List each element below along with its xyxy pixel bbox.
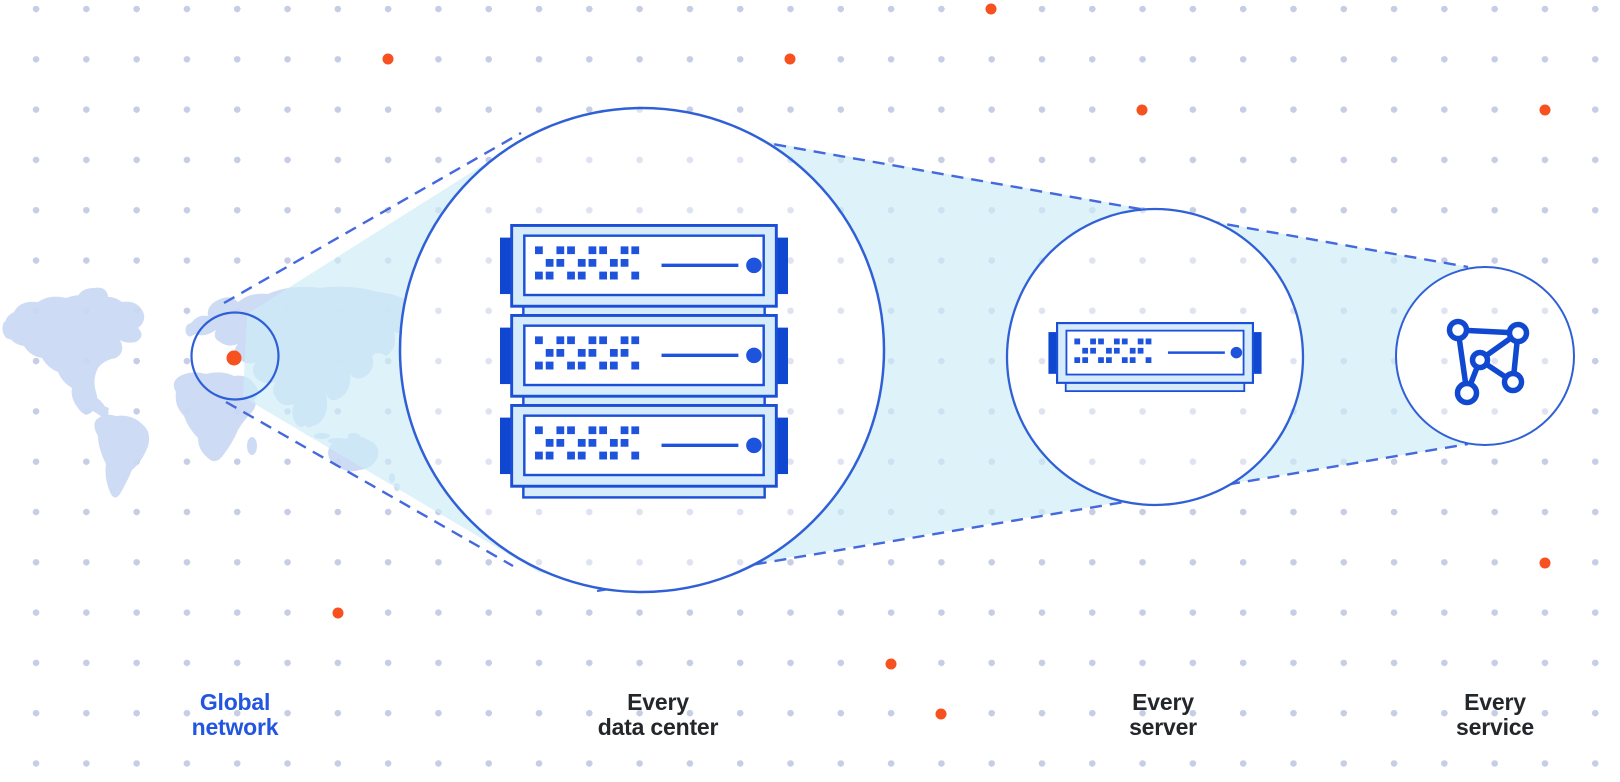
label-line: data center xyxy=(597,714,719,740)
label-line: Every xyxy=(1464,689,1526,715)
label-every-data-center: Every data center xyxy=(548,690,768,740)
label-line: network xyxy=(191,714,279,740)
label-every-service: Every service xyxy=(1385,690,1605,740)
label-line: Every xyxy=(627,689,689,715)
network-graph-icon xyxy=(1446,318,1530,406)
label-line: Global xyxy=(199,689,271,715)
label-line: Every xyxy=(1132,689,1194,715)
location-marker-icon xyxy=(226,350,242,366)
label-global-network: Global network xyxy=(125,690,345,740)
label-line: server xyxy=(1129,714,1197,740)
accent-dots xyxy=(332,3,1551,720)
server-icon xyxy=(1047,322,1263,393)
label-every-server: Every server xyxy=(1053,690,1273,740)
label-line: service xyxy=(1456,714,1534,740)
server-rack-icon xyxy=(498,224,790,500)
map-focus-circle xyxy=(190,311,280,401)
